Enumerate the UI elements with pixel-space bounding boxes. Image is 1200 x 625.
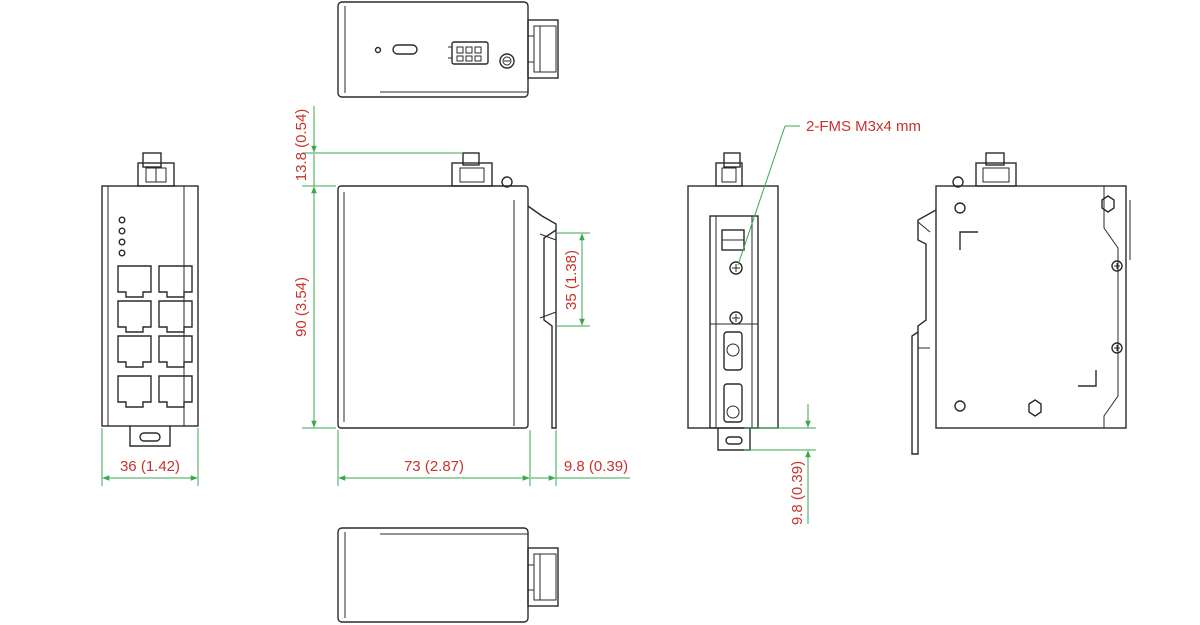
side-height-label: 90 (3.54)	[293, 277, 310, 337]
status-led-icons	[118, 216, 126, 257]
ground-screw-icon	[499, 53, 515, 69]
mounting-hole-icon	[954, 202, 966, 214]
led-hole-icon	[374, 46, 382, 54]
front-width-label: 36 (1.42)	[120, 458, 180, 475]
bottom-din-clip	[527, 547, 559, 607]
opposite-side-view	[911, 152, 1131, 455]
front-mounting-tab	[129, 426, 171, 447]
dim-rear-rail-offset: 9.8 (0.39)	[744, 404, 816, 525]
rj45-port-icon	[158, 375, 193, 408]
hex-screw-icon	[1028, 399, 1042, 417]
usb-c-port-icon	[392, 44, 418, 55]
side-screw-icon	[1111, 260, 1123, 272]
fms-screw-icon	[729, 261, 743, 275]
dim-side-height: 90 (3.54)	[293, 185, 336, 429]
hex-screw-icon	[1101, 195, 1115, 213]
rj45-port-icon	[158, 265, 193, 298]
dim-side-top-offset: 13.8 (0.54)	[293, 106, 462, 186]
screw-callout-label: 2-FMS M3x4 mm	[806, 118, 921, 135]
rear-terminal-block	[715, 152, 743, 187]
side-din-clip	[527, 205, 557, 429]
fms-screw-icon	[729, 311, 743, 325]
side-screw-icon	[1111, 342, 1123, 354]
rj45-port-icon	[158, 300, 193, 333]
dim-side-rail-depth: 9.8 (0.39)	[531, 430, 630, 486]
front-view: 36 (1.42)	[101, 152, 199, 486]
rj45-port-icon	[117, 265, 152, 298]
rear-rail-offset-label: 9.8 (0.39)	[789, 461, 806, 525]
rj45-port-icon	[117, 375, 152, 408]
side-view: 90 (3.54) 13.8 (0.54) 35 (1.38) 73 (2.87…	[293, 106, 630, 486]
dim-side-depth: 73 (2.87)	[337, 430, 531, 486]
din-bracket	[709, 215, 759, 429]
side-depth-label: 73 (2.87)	[404, 458, 464, 475]
rj45-port-icon	[117, 300, 152, 333]
rj45-ports	[117, 265, 193, 408]
dim-rail-slot: 35 (1.38)	[556, 232, 590, 327]
rear-mounting-tab	[717, 428, 751, 451]
mounting-hole-icon	[954, 400, 966, 412]
side-top-offset-label: 13.8 (0.54)	[293, 109, 310, 182]
side-rail-depth-label: 9.8 (0.39)	[564, 458, 628, 475]
rj45-port-icon	[117, 335, 152, 368]
bottom-view	[337, 527, 559, 623]
dim-front-width: 36 (1.42)	[101, 428, 199, 486]
opposite-terminal-block	[952, 152, 1017, 188]
front-terminal-block	[137, 152, 175, 187]
top-view	[337, 1, 559, 98]
side-terminal-block	[451, 152, 513, 188]
rear-view: 2-FMS M3x4 mm 9.8 (0.39)	[687, 118, 921, 525]
top-din-clip	[527, 19, 559, 79]
screw-callout: 2-FMS M3x4 mm	[737, 118, 921, 266]
rj45-port-icon	[158, 335, 193, 368]
power-terminal-icon	[448, 41, 489, 65]
corner-marks	[959, 231, 1097, 387]
rail-slot-label: 35 (1.38)	[563, 250, 580, 310]
opposite-din-clip	[911, 209, 937, 455]
